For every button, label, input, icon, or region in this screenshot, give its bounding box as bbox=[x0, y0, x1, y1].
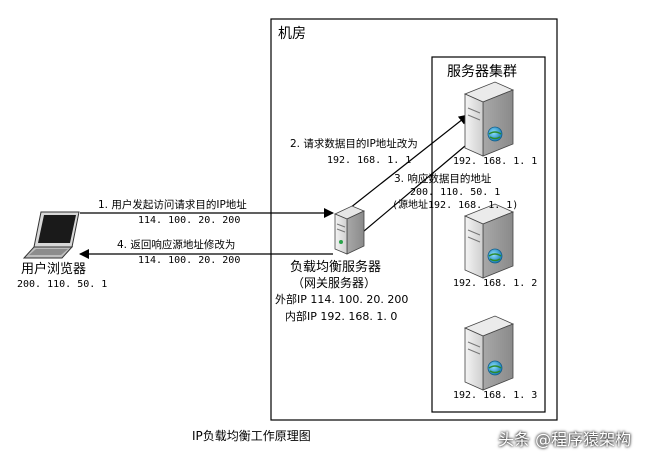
gateway-sublabel: （网关服务器） bbox=[292, 276, 377, 290]
server-ip-1: 192. 168. 1. 1 bbox=[453, 156, 538, 167]
server-icon-3 bbox=[463, 315, 515, 391]
arrow-step2 bbox=[349, 114, 469, 209]
gateway-server-icon bbox=[334, 205, 365, 255]
diagram-caption: IP负载均衡工作原理图 bbox=[192, 429, 311, 443]
arrow-step3 bbox=[350, 145, 466, 243]
gateway-label: 负载均衡服务器 bbox=[290, 260, 382, 275]
server-icon-1 bbox=[463, 81, 515, 157]
room-box bbox=[270, 18, 558, 421]
laptop-icon bbox=[22, 211, 80, 259]
server-icon-2 bbox=[463, 203, 515, 279]
watermark: 头条 @程序猿架构 bbox=[498, 430, 632, 449]
step1-text: 1. 用户发起访问请求目的IP地址 bbox=[98, 199, 247, 211]
step1-ip: 114. 100. 20. 200 bbox=[138, 215, 241, 226]
cluster-box bbox=[431, 56, 546, 413]
client-ip: 200. 110. 50. 1 bbox=[17, 279, 108, 290]
step4-ip: 114. 100. 20. 200 bbox=[138, 255, 241, 266]
step2-ip: 192. 168. 1. 1 bbox=[327, 155, 412, 166]
server-ip-3: 192. 168. 1. 3 bbox=[453, 390, 538, 401]
cluster-title: 服务器集群 bbox=[447, 64, 517, 80]
gateway-external-ip: 外部IP 114. 100. 20. 200 bbox=[275, 293, 409, 306]
step3-note: (源地址192. 168. 1. 1) bbox=[392, 200, 519, 211]
client-label: 用户浏览器 bbox=[21, 262, 87, 277]
gateway-internal-ip: 内部IP 192. 168. 1. 0 bbox=[285, 310, 398, 323]
step4-text: 4. 返回响应源地址修改为 bbox=[117, 239, 236, 251]
room-title: 机房 bbox=[278, 26, 306, 42]
step3-text: 3. 响应数据目的地址 bbox=[394, 173, 492, 185]
step3-ip: 200. 110. 50. 1 bbox=[410, 187, 501, 198]
step2-text: 2. 请求数据目的IP地址改为 bbox=[290, 138, 418, 150]
server-ip-2: 192. 168. 1. 2 bbox=[453, 278, 538, 289]
